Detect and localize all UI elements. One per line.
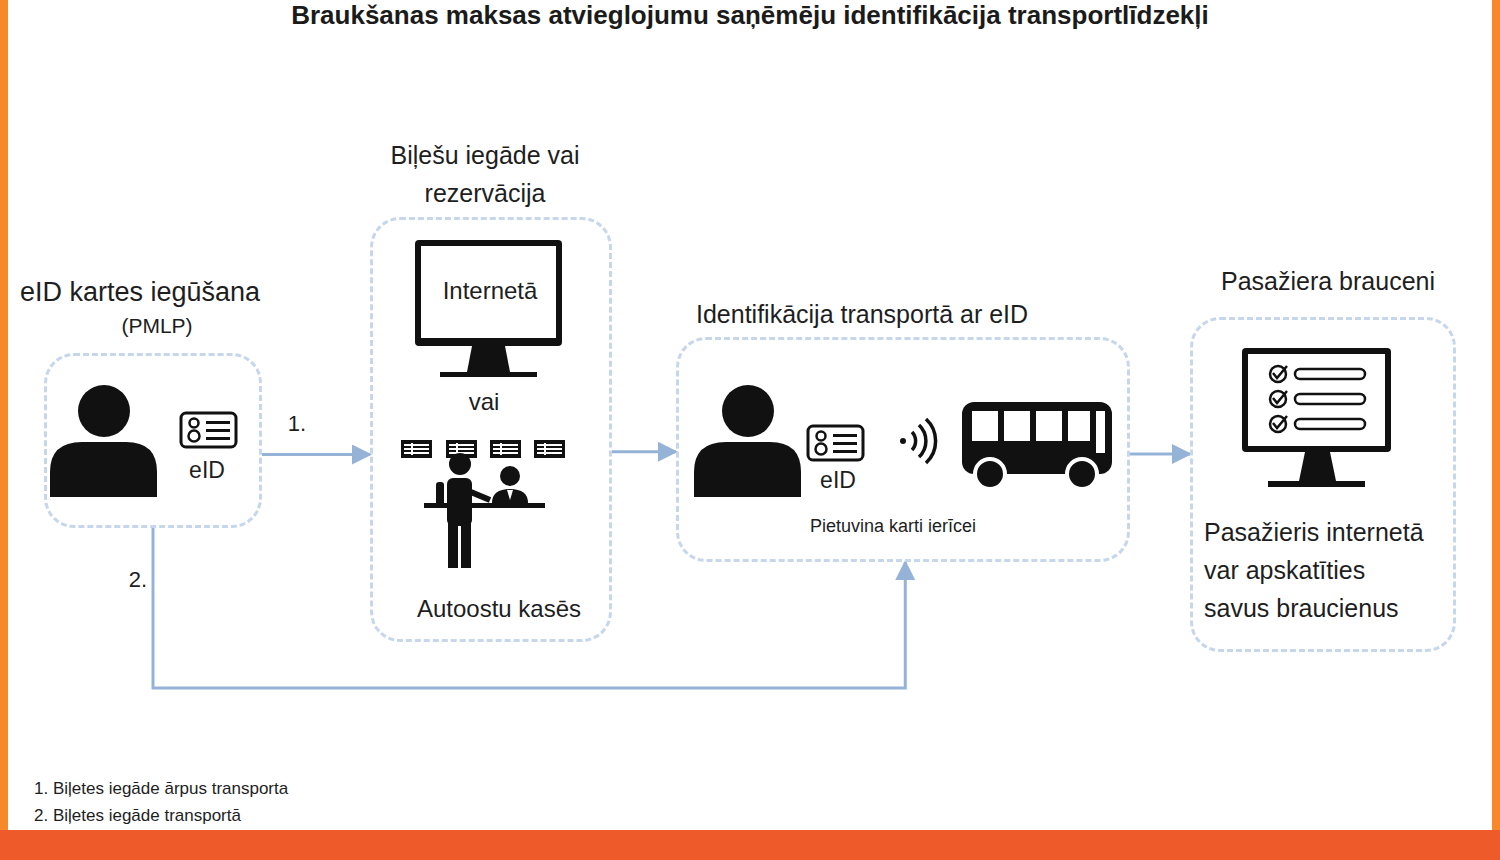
flow-arrow bbox=[153, 528, 905, 688]
monitor-base bbox=[1268, 481, 1365, 487]
frame-strip bbox=[1492, 0, 1500, 860]
cashier-body bbox=[492, 489, 528, 503]
ticket-office-icon bbox=[424, 453, 545, 568]
bus-wheel bbox=[1067, 459, 1097, 489]
footnote: 2. Biļetes iegāde transportā bbox=[33, 806, 242, 826]
edge-label: 2. bbox=[128, 567, 148, 593]
cashier-tie bbox=[507, 490, 513, 500]
person-icon bbox=[694, 385, 801, 497]
person-icon bbox=[50, 385, 157, 497]
list-bar bbox=[1295, 394, 1365, 404]
flow-arrow bbox=[262, 453, 370, 456]
monitor-stand bbox=[1299, 452, 1336, 481]
monitor-icon bbox=[1242, 348, 1391, 487]
card-label: eID bbox=[820, 467, 856, 495]
monitor-icon bbox=[415, 240, 562, 377]
check-mark bbox=[1273, 416, 1287, 428]
monitor-screen bbox=[1248, 354, 1385, 446]
table-icon bbox=[490, 440, 521, 458]
check-mark bbox=[1273, 366, 1287, 378]
clerk-arm bbox=[466, 490, 490, 500]
box-text: Pietuvina karti ierīcei bbox=[810, 516, 976, 538]
box-subheading: (PMLP) bbox=[121, 313, 192, 338]
list-bar bbox=[1295, 369, 1365, 379]
signal-dot bbox=[900, 438, 906, 444]
monitor-label: Internetā bbox=[443, 277, 538, 306]
bus-door bbox=[1096, 411, 1105, 453]
bus-window bbox=[972, 411, 998, 441]
clerk-head bbox=[449, 453, 471, 475]
box-text: vai bbox=[469, 388, 500, 417]
bus-wheel bbox=[975, 459, 1005, 489]
clerk-leg bbox=[448, 522, 458, 568]
box-text: Autoostu kasēs bbox=[417, 595, 581, 624]
check-circle bbox=[1270, 366, 1286, 382]
bus-icon bbox=[962, 402, 1112, 489]
id-card-icon bbox=[808, 426, 863, 460]
check-circle bbox=[1270, 391, 1286, 407]
counter bbox=[424, 503, 545, 508]
list-bar bbox=[1295, 419, 1365, 429]
flow-arrow bbox=[1130, 453, 1190, 456]
check-mark bbox=[1273, 391, 1287, 403]
monitor-frame bbox=[415, 240, 562, 346]
cashier-head bbox=[500, 466, 520, 486]
footer-band bbox=[0, 830, 1500, 860]
bus-window bbox=[1036, 411, 1062, 441]
monitor-base bbox=[440, 372, 537, 377]
process-box: Identifikācija transportā ar eIDeIDPietu… bbox=[676, 337, 1130, 562]
signal-icon bbox=[900, 419, 936, 463]
table-icon bbox=[534, 440, 565, 458]
bus-window bbox=[1004, 411, 1030, 441]
box-heading: Pasažiera brauceni bbox=[1221, 266, 1435, 296]
monitor-stand bbox=[467, 346, 510, 372]
card-label: eID bbox=[189, 457, 225, 485]
flow-arrow bbox=[612, 450, 676, 453]
bus-window bbox=[1068, 411, 1090, 441]
box-text: Pasažieris internetā var apskatīties sav… bbox=[1204, 513, 1433, 627]
id-card-icon bbox=[181, 413, 236, 447]
diagram-title: Braukšanas maksas atvieglojumu saņēmēju … bbox=[0, 0, 1500, 31]
box-heading: Biļešu iegāde vai rezervācija bbox=[385, 136, 585, 212]
clerk-body bbox=[447, 478, 472, 526]
monitor-frame bbox=[1242, 348, 1391, 452]
box-heading: Identifikācija transportā ar eID bbox=[696, 299, 1028, 329]
process-box: Pasažiera brauceniPasažieris internetā v… bbox=[1190, 317, 1456, 652]
clerk-leg bbox=[461, 522, 471, 568]
signal-wave bbox=[912, 432, 916, 450]
table-icon bbox=[401, 440, 432, 458]
edge-label: 1. bbox=[287, 411, 307, 437]
check-circle bbox=[1270, 416, 1286, 432]
box-heading: eID kartes iegūšana bbox=[20, 276, 260, 308]
process-box: eID kartes iegūšana(PMLP)eID bbox=[44, 353, 262, 528]
process-box: Biļešu iegāde vai rezervācijaInternetāva… bbox=[370, 217, 612, 642]
frame-strip bbox=[0, 0, 8, 860]
signal-wave bbox=[926, 419, 936, 463]
monitor-screen bbox=[421, 246, 556, 338]
footnote: 1. Biļetes iegāde ārpus transporta bbox=[33, 779, 289, 799]
signal-wave bbox=[919, 425, 926, 457]
